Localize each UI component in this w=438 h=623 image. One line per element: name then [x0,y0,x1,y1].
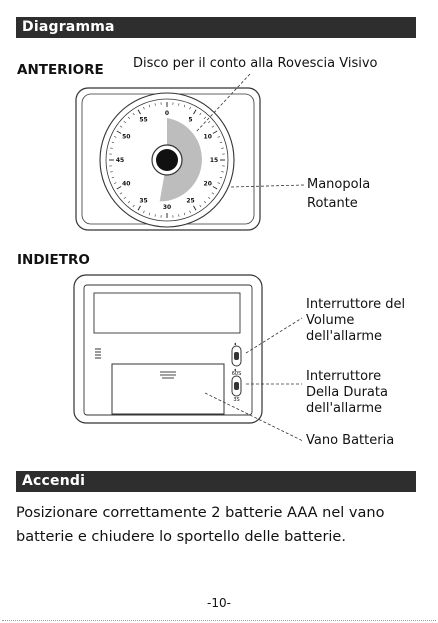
page-bottom-divider [2,620,436,621]
dial-tick [212,186,218,190]
callout-rotating-knob-line2: Rotante [307,196,358,211]
dial-tick [119,125,123,128]
rotating-knob-icon [156,149,178,171]
dial-number: 10 [204,134,212,141]
section-header-power: Accendi [16,471,416,492]
dial-tick [116,130,122,134]
dial-tick [217,182,221,184]
dial-tick [221,147,224,149]
dial-tick [154,214,156,217]
front-heading: ANTERIORE [17,62,104,78]
dial-tick [199,112,202,116]
dial-tick [219,141,223,144]
dial-tick [178,214,180,217]
power-instruction-line2: batterie e chiudere lo sportello delle b… [16,529,346,545]
dial-number: 30 [163,204,171,211]
dial-number: 35 [139,198,147,205]
dial-tick [212,130,218,134]
dial-tick [154,103,156,106]
countdown-disc-icon [159,118,202,202]
dial-tick [143,210,145,214]
dial-tick [189,106,191,110]
back-heading: INDIETRO [17,252,90,268]
dial-number: 45 [116,157,124,164]
dial-tick [189,210,191,214]
dial-number: 25 [186,198,194,205]
callout-visual-countdown-disc: Disco per il conto alla Rovescia Visivo [133,56,378,71]
dial-tick [119,192,123,195]
volume-switch-icon [231,342,242,372]
power-instruction-line1: Posizionare correttamente 2 batterie AAA… [16,505,385,521]
dial-tick [113,182,117,184]
callout-volume-switch-line2: Volume [306,313,355,328]
dial-number: 40 [122,181,130,188]
dial-tick [199,204,202,208]
dial-number: 15 [210,157,218,164]
speaker-grille-icon [95,348,101,359]
dial-tick [193,109,197,115]
switch-label-3s: 3S [233,397,239,403]
dial-tick [219,176,223,179]
dial-tick [127,116,131,119]
callout-volume-switch-line3: dell'allarme [306,329,382,344]
dial-tick [113,136,117,138]
callout-duration-switch-line3: dell'allarme [306,401,382,416]
dial-tick [132,112,135,116]
dial-tick [183,212,186,216]
dial-number: 20 [204,181,212,188]
section-header-diagram: Diagramma [16,17,416,38]
dial-tick [148,212,151,216]
dial-tick [211,192,215,195]
dial-number: 50 [122,134,130,141]
dial-tick [193,205,197,211]
dial-tick [123,120,126,124]
dial-tick [111,141,115,144]
dial-tick [123,196,126,200]
dial-tick [148,104,151,108]
dial-tick [127,201,131,204]
dial-number: 5 [188,116,192,123]
dial-tick [137,109,141,115]
dial-tick [111,176,115,179]
callout-duration-switch-line2: Della Durata [306,385,388,400]
dial-number: 0 [165,110,169,117]
callout-volume-switch-line1: Interruttore del [306,297,406,312]
dial-tick [110,147,113,149]
callout-rotating-knob-line1: Manopola [307,177,371,192]
dial-tick [217,136,221,138]
dial-tick [183,104,186,108]
callout-battery-compartment: Vano Batteria [306,433,395,448]
page-number: -10- [207,596,231,610]
dial-tick [178,103,180,106]
battery-door-icon [111,363,225,415]
dial-tick [221,171,224,173]
dial-number: 55 [139,116,147,123]
dial-tick [116,186,122,190]
switch-label-60s: 60S [232,371,242,377]
dial-tick [137,205,141,211]
front-timer-device: 0 5 10 15 20 25 30 35 40 45 50 55 [75,87,261,231]
dial-tick [203,116,207,119]
dial-tick [211,125,215,128]
callout-duration-switch-line1: Interruttore [306,369,382,384]
dial-tick [110,171,113,173]
dial-tick [208,120,211,124]
dial-tick [143,106,145,110]
alarm-duration-switch-icon [231,375,242,397]
dial-tick [208,196,211,200]
dial-tick [132,204,135,208]
back-timer-device: 60S 3S [73,274,263,424]
dial-tick [203,201,207,204]
